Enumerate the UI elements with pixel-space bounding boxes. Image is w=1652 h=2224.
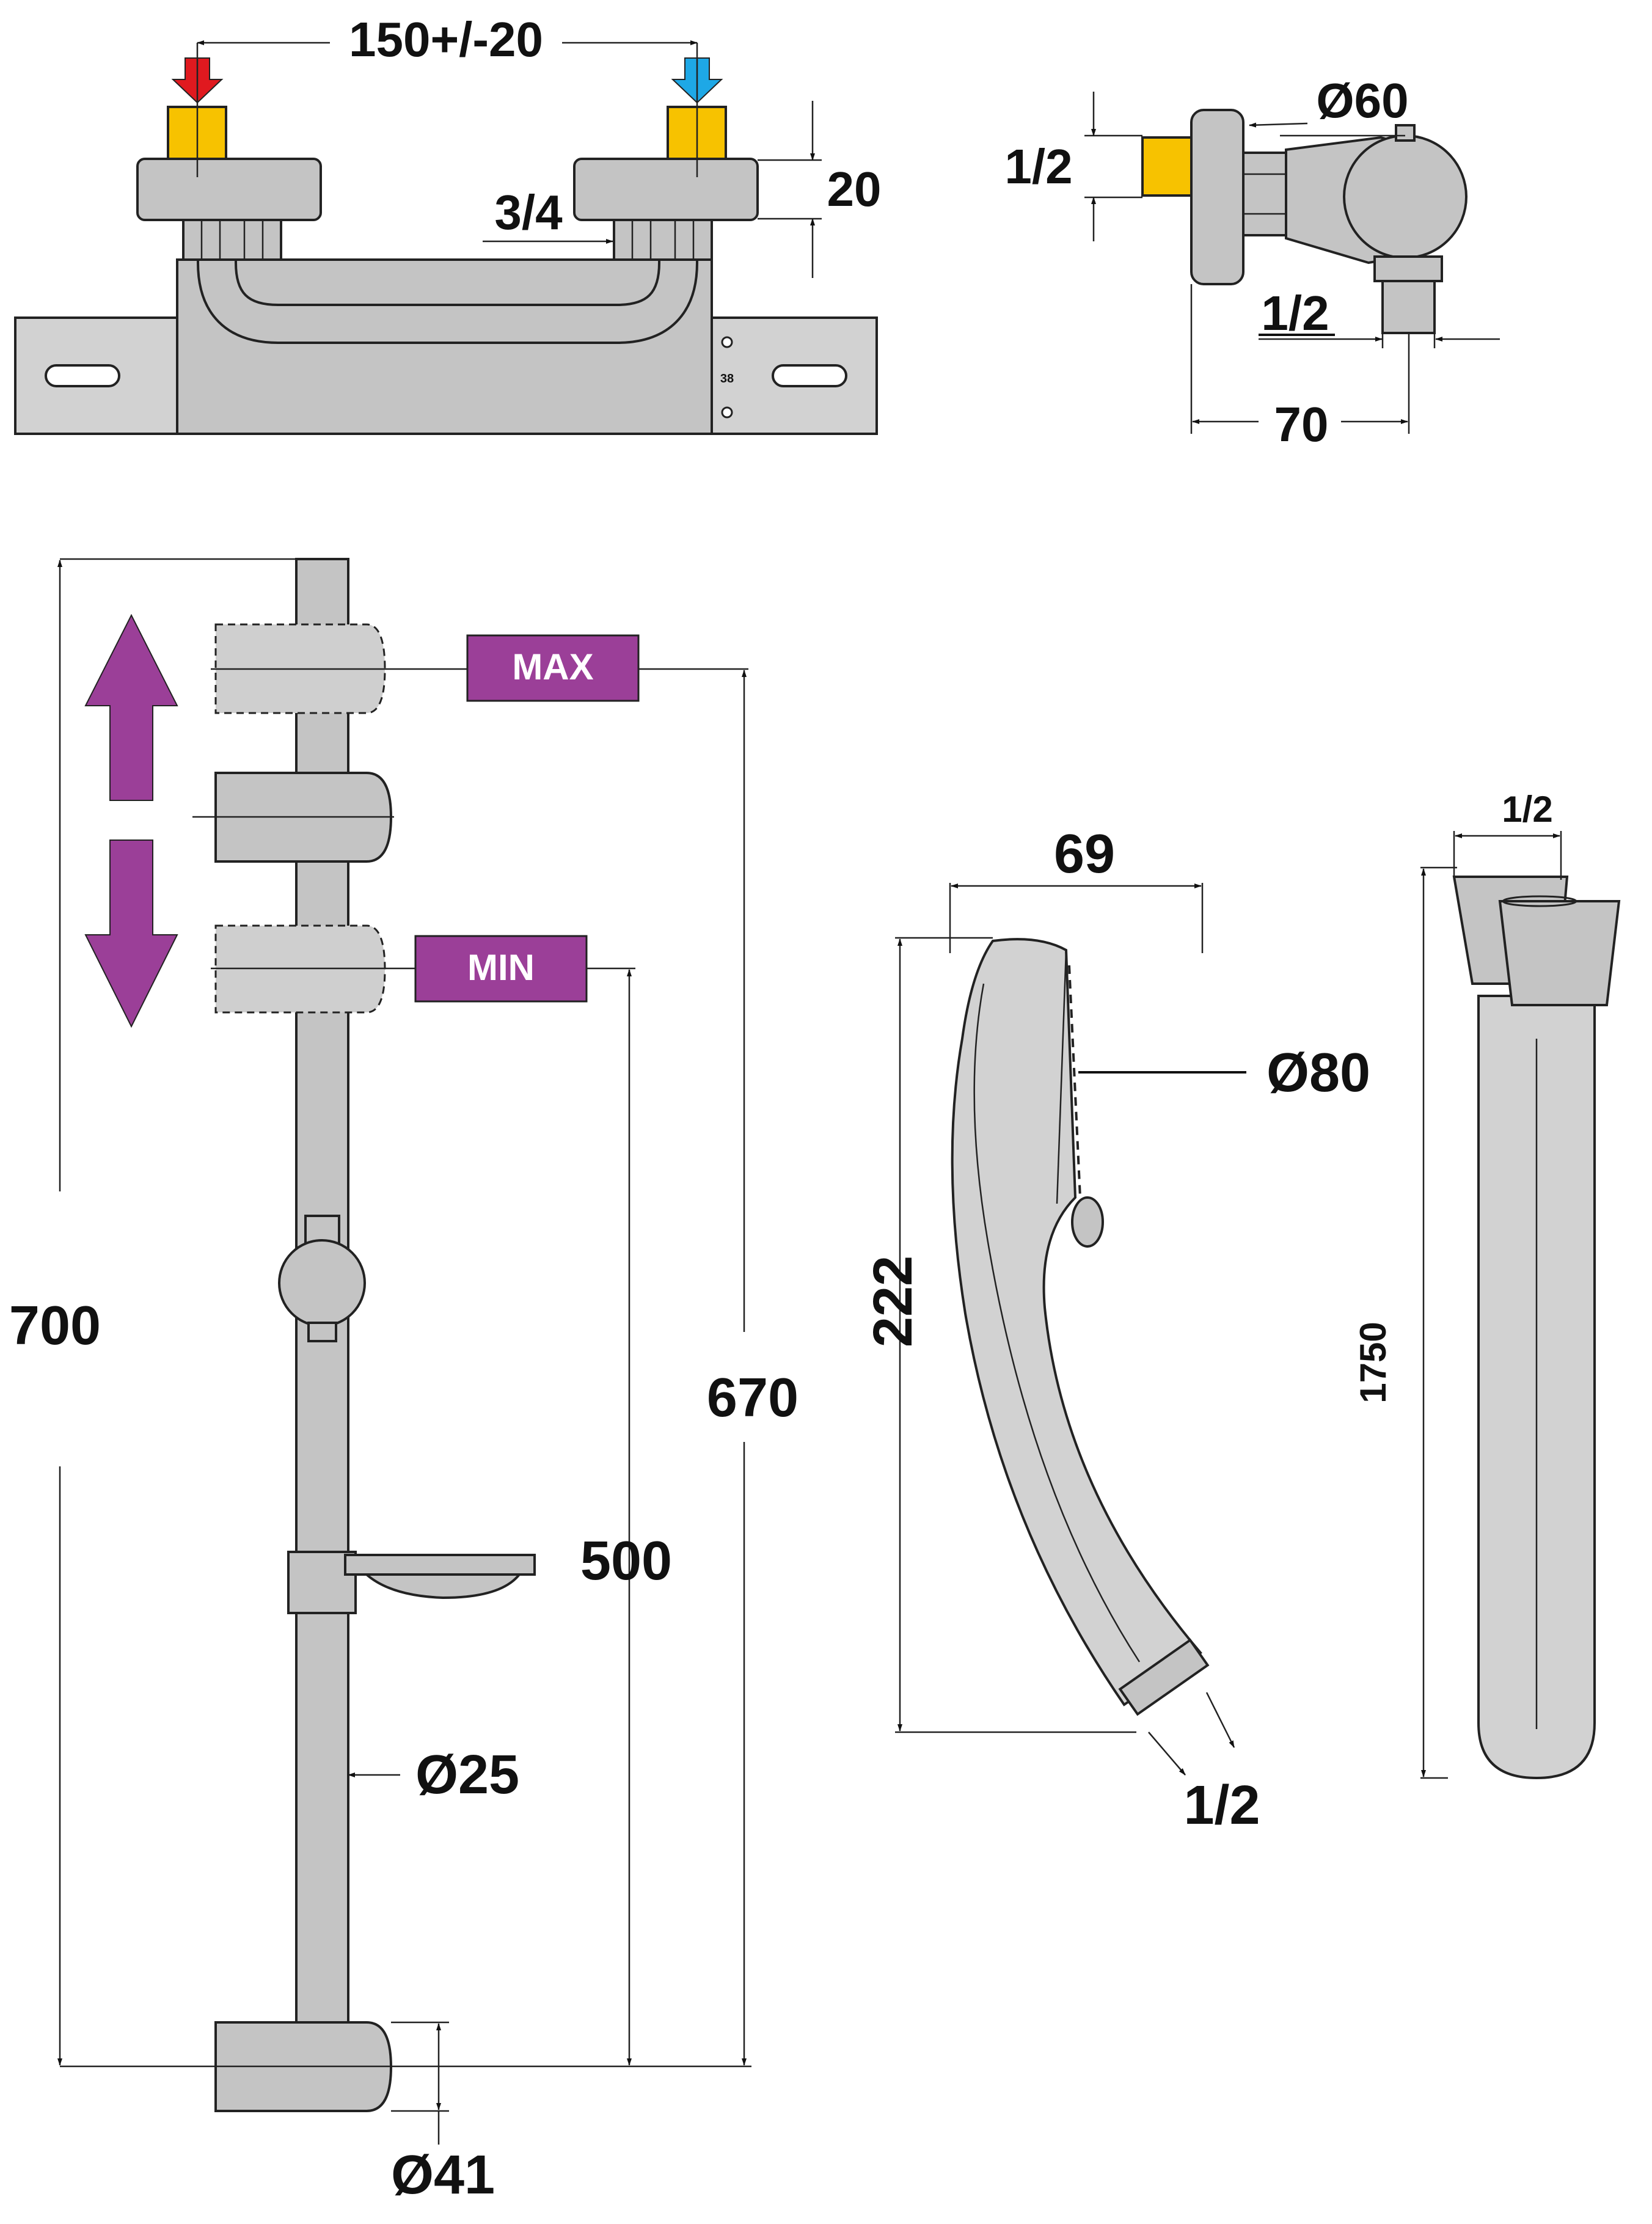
inlet-thread-label: 3/4	[494, 185, 563, 240]
hand-shower-thread-label: 1/2	[1183, 1775, 1260, 1836]
thermostat-front-view: 38 150+/-20 3/4 20	[14, 12, 882, 435]
hose-view: 1/2 1750	[1353, 789, 1621, 1780]
max-badge-label: MAX	[512, 646, 593, 687]
head-diameter-label: Ø80	[1266, 1042, 1370, 1103]
rail-knob-base	[307, 1322, 337, 1342]
left-union-nut	[182, 219, 282, 261]
hand-shower-width-label: 69	[1054, 824, 1115, 885]
total-height-label: 700	[9, 1295, 101, 1356]
side-inlet-label: 1/2	[1004, 139, 1072, 194]
hand-shower-length-label: 222	[863, 1256, 924, 1347]
spray-nozzles	[1068, 965, 1081, 1198]
temperature-dot-top	[721, 336, 733, 348]
plate-slot-left	[45, 364, 120, 387]
side-outlet	[1381, 280, 1436, 334]
side-top-cap	[1395, 124, 1416, 142]
hand-shower-body	[951, 938, 1202, 1706]
min-range-label: 500	[580, 1531, 672, 1592]
right-union-nut	[613, 219, 713, 261]
escutcheon-height-label: 20	[827, 162, 882, 216]
max-badge	[466, 634, 640, 702]
temperature-dot-bottom	[721, 406, 733, 419]
right-escutcheon	[573, 158, 759, 221]
left-escutcheon	[136, 158, 322, 221]
side-diameter-label: Ø60	[1316, 73, 1408, 128]
hand-shower-thread	[1118, 1638, 1210, 1716]
hand-shower-toggle	[1071, 1196, 1104, 1248]
slide-bar-view: MAX MIN 700 670 500 Ø25 Ø41	[9, 558, 799, 2206]
soap-dish-shelf	[344, 1554, 536, 1576]
bracket-diameter-label: Ø41	[391, 2145, 495, 2206]
min-badge-label: MIN	[467, 947, 535, 988]
mixer-body	[176, 258, 713, 435]
side-escutcheon	[1190, 109, 1244, 285]
hose-length-label: 1750	[1353, 1322, 1394, 1403]
body-temperature-mark: 38	[720, 372, 734, 386]
plate-slot-right	[772, 364, 847, 387]
thermostat-side-view: Ø60 1/2 1/2 70	[1004, 73, 1500, 452]
side-nut	[1242, 152, 1287, 236]
hose-cone-front	[1498, 900, 1621, 1006]
min-badge	[414, 935, 588, 1003]
side-outlet-label: 1/2	[1261, 286, 1329, 340]
side-depth-label: 70	[1274, 397, 1329, 452]
up-arrow-icon	[84, 613, 178, 801]
hand-shower-view: 69 222 Ø80 1/2	[863, 824, 1370, 1836]
soap-dish-bowl	[363, 1573, 522, 1600]
rail-knob	[278, 1239, 366, 1327]
side-outlet-collar	[1373, 255, 1443, 282]
max-range-label: 670	[707, 1367, 799, 1428]
down-arrow-icon	[84, 839, 178, 1028]
bar-diameter-label: Ø25	[415, 1744, 519, 1805]
hose-thread-label: 1/2	[1502, 789, 1552, 830]
side-handle	[1343, 134, 1467, 259]
inlet-spacing-label: 150+/-20	[349, 12, 543, 67]
